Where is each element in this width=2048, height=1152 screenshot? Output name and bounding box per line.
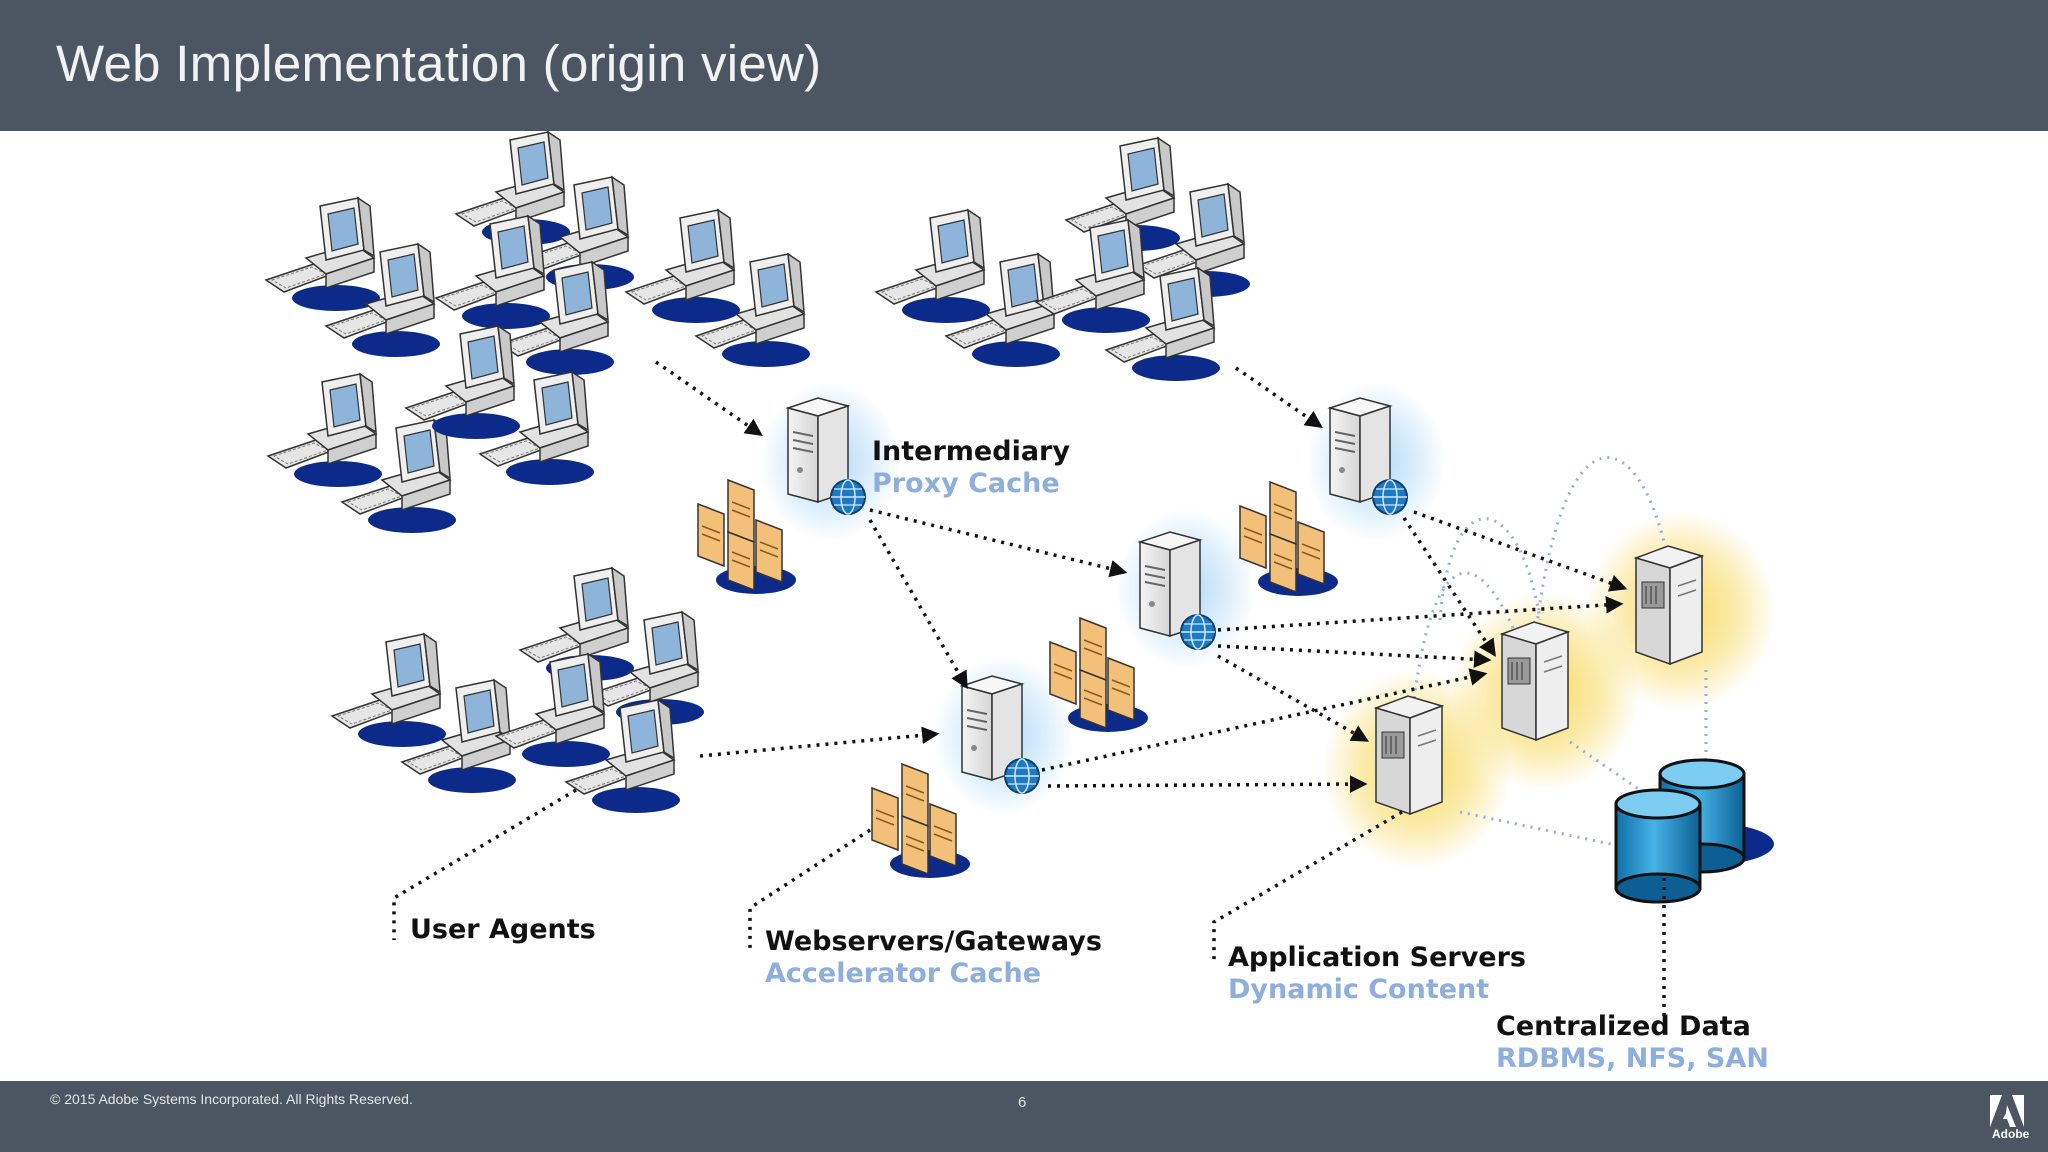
user-agent-computer (265, 197, 381, 312)
request-arrow (868, 519, 968, 690)
adobe-logo-icon (1990, 1095, 2024, 1127)
intermediary-title: Intermediary (872, 436, 1070, 467)
request-arrow (1402, 517, 1496, 657)
architecture-diagram (265, 131, 1776, 1022)
slide-header (0, 0, 2048, 131)
centralized-data-storage (1614, 758, 1774, 904)
user-agent-computer (625, 209, 741, 324)
app-servers-title: Application Servers (1228, 942, 1526, 973)
label-app-servers: Application Servers Dynamic Content (1228, 942, 1526, 1006)
request-arrow (1235, 366, 1323, 428)
user-agents-title: User Agents (410, 914, 596, 945)
user-agent-computer (875, 209, 991, 324)
request-arrow (1413, 510, 1628, 592)
app-servers-subtitle: Dynamic Content (1228, 974, 1490, 1005)
data-subtitle: RDBMS, NFS, SAN (1496, 1043, 1769, 1074)
request-arrow (655, 360, 763, 436)
webservers-subtitle: Accelerator Cache (765, 958, 1042, 989)
label-intermediary: Intermediary Proxy Cache (872, 436, 1070, 500)
data-title: Centralized Data (1496, 1011, 1751, 1042)
data-link (1532, 456, 1670, 651)
application-server (1375, 695, 1443, 815)
request-arrow (869, 508, 1128, 578)
data-link (1459, 810, 1621, 848)
user-agent-computer (331, 633, 447, 748)
adobe-logo-text: Adobe (1992, 1127, 2030, 1141)
application-server (1501, 621, 1569, 741)
label-user-agents: User Agents (410, 914, 596, 946)
application-server (1635, 545, 1703, 665)
request-arrow (1047, 775, 1368, 793)
webservers-leader (748, 828, 871, 948)
slide-footer (0, 1081, 2048, 1152)
request-arrow (699, 726, 940, 758)
request-arrow (1041, 668, 1488, 772)
user-agent-computer (495, 653, 611, 768)
copyright-text: © 2015 Adobe Systems Incorporated. All R… (50, 1091, 413, 1107)
webservers-title: Webservers/Gateways (765, 926, 1102, 957)
user-agent-computer (267, 373, 383, 488)
label-webservers: Webservers/Gateways Accelerator Cache (765, 926, 1102, 990)
intermediary-subtitle: Proxy Cache (872, 468, 1060, 499)
request-arrow (1217, 644, 1492, 669)
request-arrow (1217, 596, 1624, 632)
app-servers-leader (1212, 810, 1403, 964)
label-centralized-data: Centralized Data RDBMS, NFS, SAN (1496, 1011, 1769, 1075)
page-number: 6 (1018, 1094, 1027, 1111)
slide-title: Web Implementation (origin view) (56, 35, 822, 92)
user-agent-computer (435, 215, 551, 330)
request-arrow (1217, 654, 1370, 742)
